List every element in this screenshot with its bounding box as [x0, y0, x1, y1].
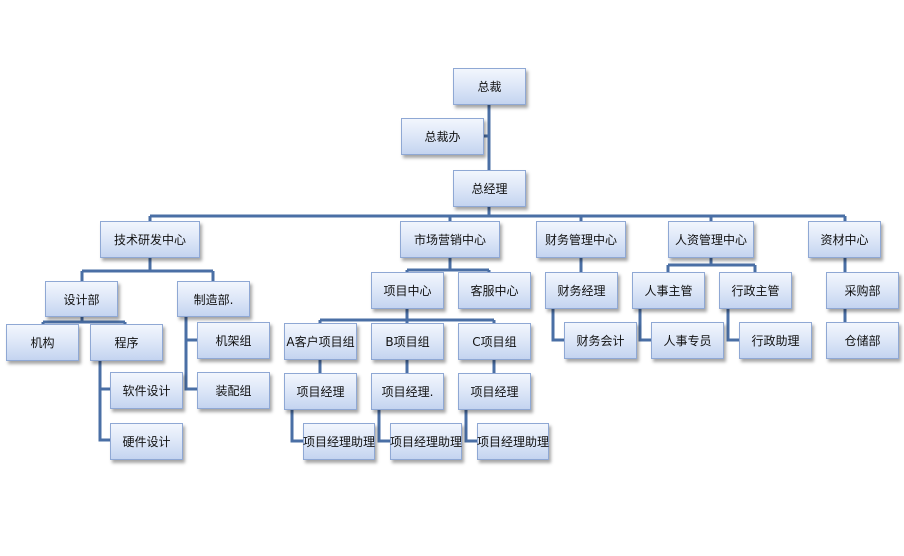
org-node-warehouse-dept: 仓储部	[826, 322, 899, 359]
org-node-software-design: 软件设计	[110, 372, 183, 409]
org-node-materials-center: 资材中心	[808, 221, 881, 258]
org-node-b-pm-assistant: 项目经理助理	[390, 423, 462, 460]
org-node-ceo: 总裁	[453, 68, 526, 105]
org-node-program: 程序	[90, 324, 163, 361]
org-node-customer-service-center: 客服中心	[458, 272, 531, 309]
org-node-b-pm: 项目经理.	[371, 373, 444, 410]
org-node-hr-supervisor: 人事主管	[632, 272, 705, 309]
org-node-hardware-design: 硬件设计	[110, 423, 183, 460]
org-node-a-group: A客户项目组	[284, 323, 357, 360]
org-node-project-center: 项目中心	[371, 272, 444, 309]
org-node-purchasing-dept: 采购部	[826, 272, 899, 309]
org-node-rack-group: 机架组	[197, 322, 270, 359]
org-node-mechanism: 机构	[6, 324, 79, 361]
org-node-ceo-office: 总裁办	[401, 118, 484, 155]
org-node-design-dept: 设计部	[45, 281, 118, 317]
org-node-a-pm-assistant: 项目经理助理	[303, 423, 375, 460]
org-node-marketing-center: 市场营销中心	[400, 221, 500, 258]
org-node-manufacturing-dept: 制造部.	[177, 281, 250, 317]
org-node-finance-center: 财务管理中心	[536, 221, 626, 258]
org-node-c-pm: 项目经理	[458, 373, 531, 410]
org-node-a-pm: 项目经理	[284, 373, 357, 410]
org-node-hr-specialist: 人事专员	[651, 322, 724, 359]
org-node-c-group: C项目组	[458, 323, 531, 360]
org-node-admin-supervisor: 行政主管	[719, 272, 792, 309]
org-node-rd-center: 技术研发中心	[100, 221, 200, 258]
org-node-hr-center: 人资管理中心	[668, 221, 754, 258]
org-node-admin-assistant: 行政助理	[739, 322, 812, 359]
org-node-finance-manager: 财务经理	[545, 272, 618, 309]
org-node-b-group: B项目组	[371, 323, 444, 360]
org-node-assembly-group: 装配组	[197, 372, 270, 409]
org-node-gm: 总经理	[453, 170, 526, 207]
org-node-accountant: 财务会计	[564, 322, 637, 359]
org-node-c-pm-assistant: 项目经理助理	[477, 423, 549, 460]
